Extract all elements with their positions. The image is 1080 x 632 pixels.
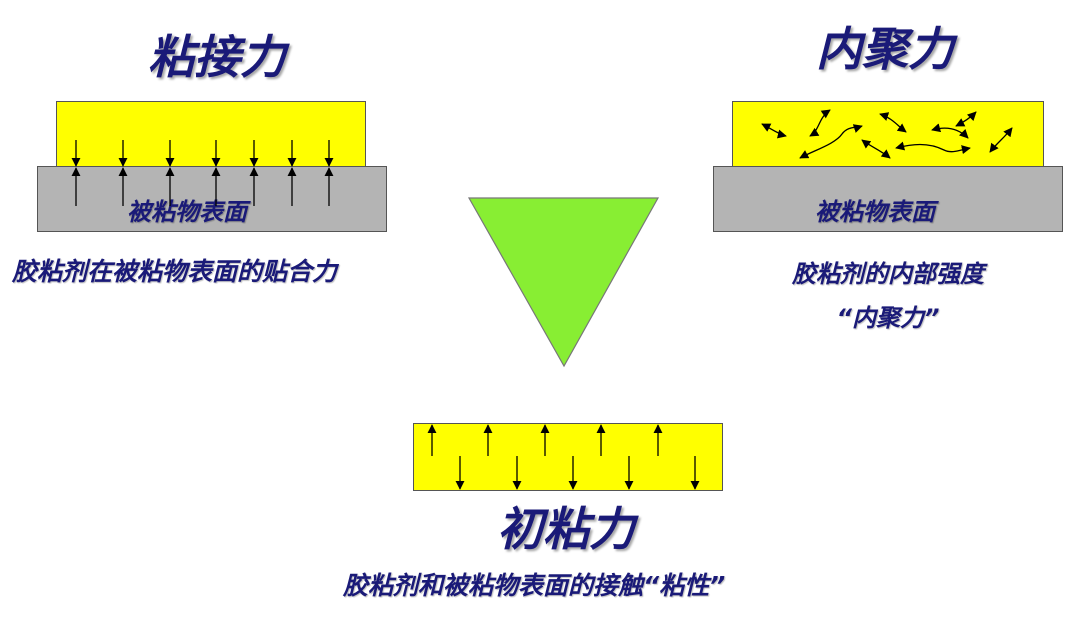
cohesion-substrate-label: 被粘物表面: [815, 198, 935, 226]
cohesion-arrow: [931, 123, 969, 139]
cohesion-arrow: [989, 127, 1013, 153]
tack-caption: 胶粘剂和被粘物表面的接触“粘性”: [343, 571, 726, 600]
cohesion-title: 内聚力: [816, 22, 954, 76]
adhesion-adhesive-layer: [56, 101, 366, 167]
cohesion-arrow: [799, 124, 863, 159]
tack-adhesive-layer: [413, 423, 723, 491]
adhesion-title: 粘接力: [148, 30, 286, 84]
down-triangle-shape: [467, 197, 660, 368]
cohesion-arrow: [861, 139, 891, 159]
cohesion-arrow: [895, 141, 971, 155]
cohesion-arrow: [761, 123, 787, 139]
cohesion-caption-line1: 胶粘剂的内部强度: [792, 260, 984, 288]
cohesion-arrow: [955, 111, 977, 127]
adhesion-caption: 胶粘剂在被粘物表面的贴合力: [12, 257, 338, 286]
cohesion-arrow: [879, 112, 907, 133]
cohesion-caption-line2: “内聚力”: [836, 304, 940, 332]
adhesion-substrate-label: 被粘物表面: [127, 198, 247, 226]
cohesion-substrate: [713, 166, 1063, 232]
tack-title: 初粘力: [497, 502, 635, 556]
